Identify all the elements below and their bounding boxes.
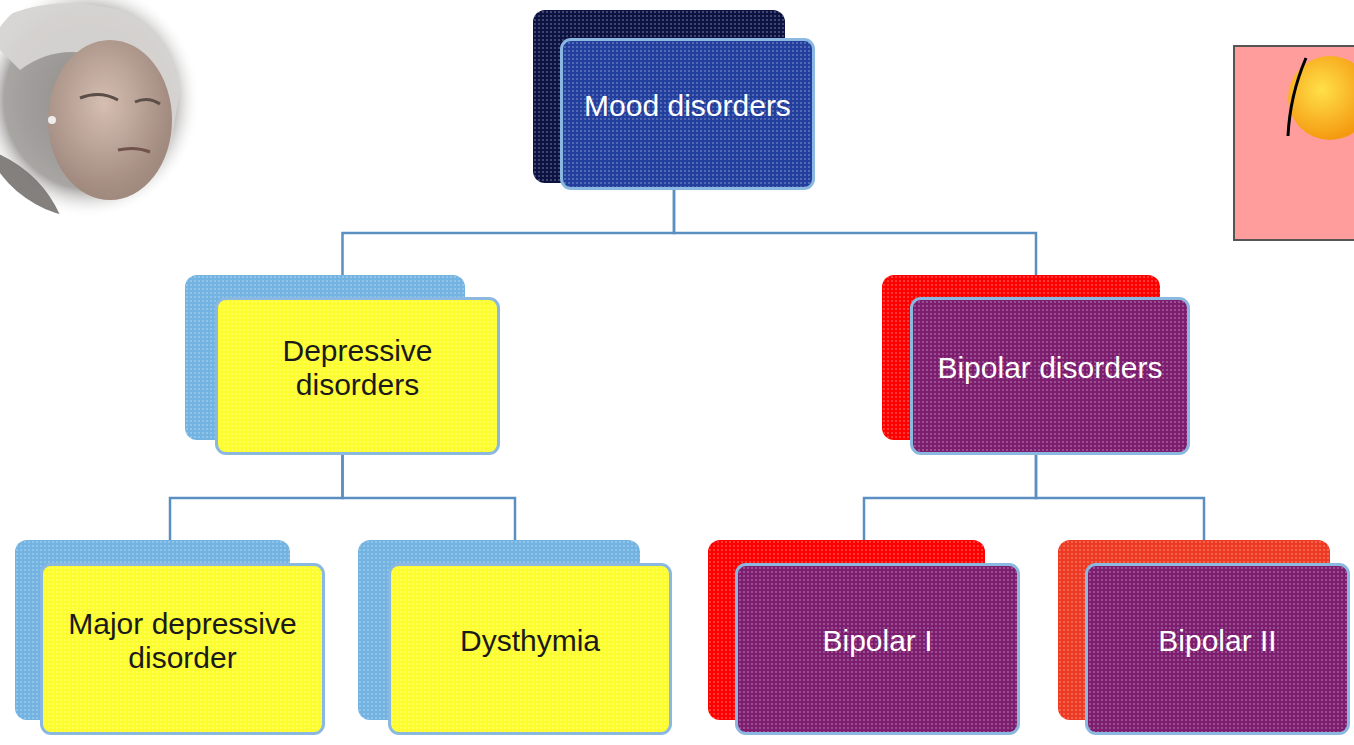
box-label: Bipolar disorders [937, 351, 1162, 386]
group-box: Bipolar disorders [882, 275, 1190, 455]
box-face: Bipolar II [1085, 563, 1350, 735]
disorder-box: Dysthymia [358, 540, 672, 735]
tree-connector [864, 455, 1036, 540]
box-face: Bipolar I [735, 563, 1020, 735]
box-label: Bipolar I [822, 624, 932, 659]
category-box: Mood disorders [533, 10, 815, 190]
tree-connector [343, 455, 516, 540]
disorder-box: Major depressive disorder [15, 540, 325, 735]
box-label: Dysthymia [460, 624, 600, 659]
group-box: Depressive disorders [185, 275, 500, 455]
disorder-box: Bipolar I [708, 540, 1020, 735]
box-face: Major depressive disorder [40, 563, 325, 735]
box-face: Mood disorders [560, 38, 815, 190]
mood-icon [1234, 46, 1354, 240]
woman-photo [0, 0, 200, 220]
tree-connector [674, 190, 1036, 275]
disorder-box: Bipolar II [1058, 540, 1350, 735]
box-label: Major depressive disorder [53, 607, 312, 676]
box-face: Dysthymia [388, 563, 672, 735]
box-label: Mood disorders [584, 89, 791, 124]
tree-connector [170, 455, 343, 540]
tree-connector [1036, 455, 1204, 540]
tree-connector [343, 190, 675, 275]
box-label: Bipolar II [1158, 624, 1276, 659]
box-face: Depressive disorders [215, 297, 500, 455]
box-label: Depressive disorders [228, 334, 487, 403]
box-face: Bipolar disorders [910, 297, 1190, 455]
